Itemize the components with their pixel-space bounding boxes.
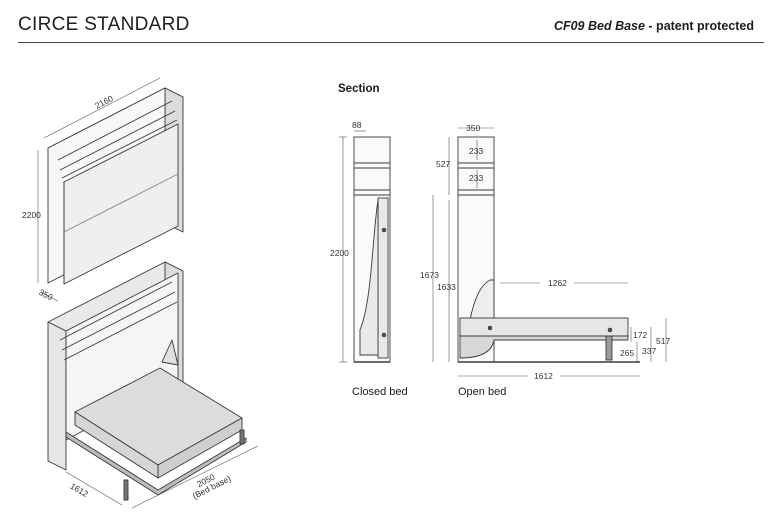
header-rule bbox=[18, 42, 764, 43]
depth-label: 350 bbox=[37, 287, 54, 302]
open-depth-label: 1612 bbox=[69, 481, 91, 499]
depth-dim-line bbox=[39, 291, 59, 302]
patent-note: - patent protected bbox=[644, 19, 754, 33]
open-height-2: 1633 bbox=[437, 282, 456, 292]
iso-closed-dimensions bbox=[37, 77, 161, 302]
closed-top-depth: 88 bbox=[352, 120, 362, 130]
open-top-block: 527 bbox=[436, 159, 450, 169]
depth-dim-line-open bbox=[65, 471, 123, 506]
closed-section bbox=[353, 136, 391, 363]
model-name: CF09 Bed Base bbox=[553, 19, 645, 33]
open-dim-172: 172 bbox=[633, 330, 647, 340]
model-subtitle: CF09 Bed Base - patent protected bbox=[554, 19, 754, 33]
page-title: CIRCE STANDARD bbox=[18, 14, 190, 35]
closed-caption: Closed bed bbox=[352, 386, 408, 398]
iso-open-bed bbox=[47, 261, 247, 501]
open-dim-265: 265 bbox=[620, 348, 634, 358]
open-reach: 1262 bbox=[548, 278, 567, 288]
iso-open-dimensions bbox=[65, 445, 259, 509]
width-label: 2160 bbox=[93, 93, 115, 111]
open-section-dims bbox=[432, 127, 667, 377]
open-shelf-2: 233 bbox=[469, 173, 483, 183]
height-label: 2200 bbox=[22, 210, 41, 220]
open-dim-517: 517 bbox=[656, 336, 670, 346]
open-depth: 350 bbox=[466, 123, 480, 133]
section-heading: Section bbox=[338, 83, 380, 95]
open-shelf-1: 233 bbox=[469, 146, 483, 156]
width-dim-line bbox=[43, 77, 161, 139]
closed-section-dims bbox=[339, 130, 366, 363]
open-caption: Open bed bbox=[458, 386, 506, 398]
open-height-1: 1673 bbox=[420, 270, 439, 280]
open-length: 1612 bbox=[534, 371, 553, 381]
iso-closed-cabinet bbox=[47, 87, 184, 285]
open-section bbox=[457, 136, 640, 363]
closed-height: 2200 bbox=[330, 248, 349, 258]
open-dim-337: 337 bbox=[642, 346, 656, 356]
length-dim-line-open bbox=[131, 445, 259, 509]
